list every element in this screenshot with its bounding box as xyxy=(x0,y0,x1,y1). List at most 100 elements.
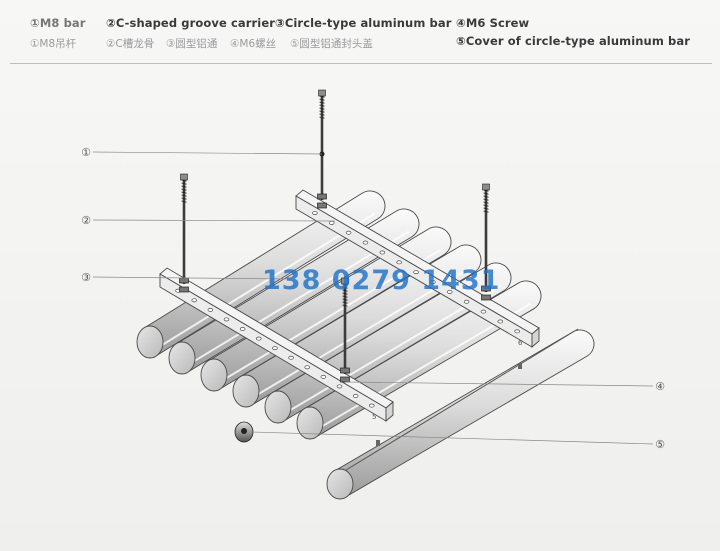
callout-number: ⑤ xyxy=(655,438,665,451)
callout-5: ⑤ xyxy=(251,431,665,451)
c-shaped-groove-carriers: 65 xyxy=(159,189,540,422)
carrier-slot xyxy=(369,403,375,408)
rod-thread xyxy=(483,195,489,198)
aluminum-bar-end xyxy=(296,406,324,440)
legend-item-round-bar-en: ③Circle-type aluminum bar xyxy=(275,16,452,30)
legend-item-c-carrier-zh: ②C槽龙骨 xyxy=(106,38,155,50)
rod-thread xyxy=(181,182,187,185)
carrier-slot xyxy=(304,365,310,370)
c-carrier-front: 5 xyxy=(159,267,394,422)
aluminum-bar-body xyxy=(141,190,386,356)
callout-2: ② xyxy=(81,214,336,227)
legend: ①M8 bar ②C-shaped groove carrier ③Circle… xyxy=(0,0,720,60)
rod-lower-nut xyxy=(340,367,350,374)
carrier-slot xyxy=(396,260,402,265)
legend-item-round-bar-zh: ③圆型铝通 xyxy=(166,38,218,50)
rod-thread xyxy=(181,188,187,191)
callout-lines: ① ② ③ ④ ⑤ xyxy=(81,146,665,451)
rod-thread xyxy=(483,192,489,195)
legend-item-m8-bar-en: ①M8 bar xyxy=(30,16,86,30)
carrier-slot xyxy=(379,250,386,255)
standalone-bar-slot xyxy=(345,328,579,471)
aluminum-bar-end xyxy=(264,390,292,424)
rod-lower-nut xyxy=(317,202,327,209)
legend-item-m6-screw-en: ④M6 Screw xyxy=(456,16,530,30)
rod-thread xyxy=(483,207,489,210)
rod-thread xyxy=(181,197,187,200)
carrier-slot xyxy=(223,317,230,322)
carrier-slot xyxy=(430,280,436,284)
aluminum-bar-with-cover xyxy=(234,328,595,500)
carrier-slot xyxy=(328,220,335,225)
rod-thread xyxy=(319,110,325,113)
rod-thread xyxy=(319,116,325,119)
carrier-slot xyxy=(362,240,369,245)
rod-thread xyxy=(181,191,187,194)
legend-item-cover-en: ⑤Cover of circle-type aluminum bar xyxy=(456,34,690,48)
rod-thread xyxy=(319,107,325,110)
callout-3: ③ xyxy=(81,271,291,284)
callout-number: ① xyxy=(81,146,91,159)
aluminum-bar-end xyxy=(232,374,260,408)
carrier-slot xyxy=(320,374,327,379)
callout-leader xyxy=(345,381,654,387)
carrier-end-face xyxy=(385,401,394,422)
rod-lower-nut xyxy=(340,376,350,383)
legend-item-cover-zh: ⑤圆型铝通封头盖 xyxy=(290,38,373,50)
rod-thread xyxy=(342,304,348,307)
callout-number: ③ xyxy=(81,271,91,284)
rod-lower-nut xyxy=(481,294,491,301)
legend-item-m6-screw-zh: ④M6螺丝 xyxy=(230,38,277,50)
rod-top-nut xyxy=(341,277,349,285)
rod-thread xyxy=(181,200,187,203)
carrier-slot xyxy=(256,336,262,341)
callout-number: ④ xyxy=(655,380,665,393)
carrier-slot xyxy=(480,309,487,314)
rod-thread xyxy=(483,201,489,204)
rod-top-nut xyxy=(318,89,326,97)
aluminum-bar-end xyxy=(200,358,228,392)
callout-1: ① xyxy=(81,146,323,159)
rod-top-nut xyxy=(482,183,490,191)
phone-watermark: 138 0279 1431 xyxy=(262,265,500,296)
carrier-slot xyxy=(336,384,343,389)
carrier-mark: 5 xyxy=(372,413,376,421)
rod-thread xyxy=(319,113,325,116)
rod-thread xyxy=(342,298,348,301)
standalone-bar-end xyxy=(326,468,354,500)
rod-thread xyxy=(319,101,325,104)
carrier-slot xyxy=(514,329,520,334)
callout-leader xyxy=(251,431,654,445)
aluminum-bar xyxy=(136,190,386,359)
rod-thread xyxy=(181,194,187,197)
m8-bar-front-left xyxy=(179,173,189,293)
callout-4: ④ xyxy=(345,380,665,393)
aluminum-bar-end xyxy=(136,325,164,359)
carrier-slot xyxy=(463,299,470,304)
standalone-bar-clip xyxy=(376,440,380,446)
standalone-bar-clip xyxy=(518,363,522,369)
legend-item-c-carrier-en: ②C-shaped groove carrier xyxy=(106,16,276,30)
legend-divider xyxy=(10,63,712,64)
rod-lower-nut xyxy=(317,193,327,200)
end-cover-center xyxy=(241,428,247,434)
m8-bar-back-right xyxy=(481,183,491,301)
rod-thread xyxy=(483,204,489,207)
rod-thread xyxy=(342,286,348,289)
rod-thread xyxy=(342,295,348,298)
carrier-slot xyxy=(272,346,278,351)
carrier-end-face xyxy=(531,327,540,348)
rod-thread xyxy=(319,104,325,107)
rod-top-nut xyxy=(180,173,188,181)
rod-lower-nut xyxy=(481,285,491,292)
rod-lower-nut xyxy=(179,286,189,293)
carrier-slot xyxy=(352,394,359,398)
carrier-slot xyxy=(413,270,419,275)
carrier-slot xyxy=(239,327,246,331)
aluminum-bar-end xyxy=(168,341,196,375)
carrier-slot xyxy=(191,298,197,303)
rod-thread xyxy=(483,198,489,201)
carrier-slot xyxy=(312,211,318,215)
aluminum-bar-highlight xyxy=(154,212,376,351)
